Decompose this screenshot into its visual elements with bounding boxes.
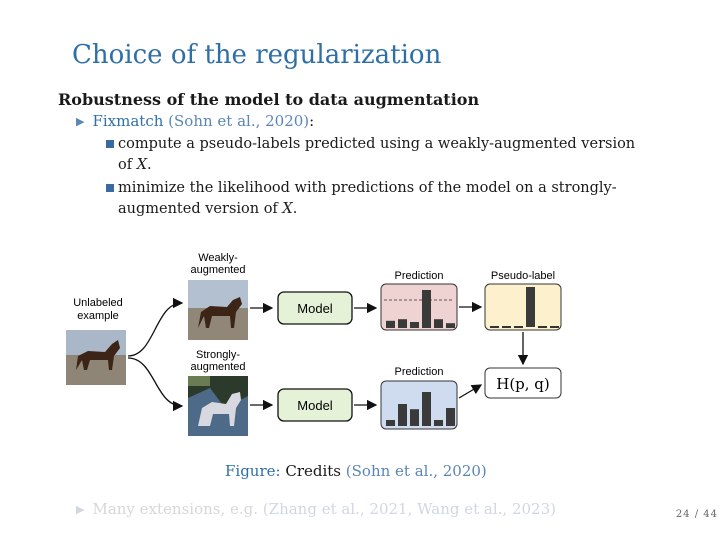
period: . <box>292 201 298 217</box>
model-label-top: Model <box>297 301 333 316</box>
citation-link[interactable]: (Sohn et al., 2020) <box>168 112 310 130</box>
bar <box>434 420 443 426</box>
bar <box>386 320 395 328</box>
triangle-bullet-icon: ▶ <box>76 115 85 128</box>
period: . <box>147 157 152 173</box>
extensions-text: Many extensions, e.g. <box>92 500 259 518</box>
sub-bullet-1: compute a pseudo-labels predicted using … <box>106 134 638 176</box>
bullet-extensions: ▶ Many extensions, e.g. (Zhang et al., 20… <box>76 500 556 518</box>
page-number: 24 / 44 <box>675 509 718 520</box>
model-box-bottom <box>277 388 353 422</box>
pseudo-label-bars <box>490 287 559 328</box>
bar <box>398 404 407 426</box>
prediction-label-bottom: Prediction <box>395 366 444 378</box>
sub1-text: compute a pseudo-labels predicted using … <box>118 136 636 173</box>
model-box-top <box>277 291 353 325</box>
weak-label-2: augmented <box>190 264 245 276</box>
figure-caption: Figure: Credits (Sohn et al., 2020) <box>225 462 487 480</box>
sub2-text: minimize the likelihood with predictions… <box>118 180 617 217</box>
triangle-bullet-icon: ▶ <box>76 503 85 516</box>
var-x: X <box>282 201 293 217</box>
weak-horse-image <box>188 280 248 340</box>
pseudo-label-title: Pseudo-label <box>491 270 555 282</box>
bullet-fixmatch: ▶ Fixmatch (Sohn et al., 2020): <box>76 112 314 130</box>
bar <box>446 323 455 328</box>
weak-label-1: Weakly- <box>198 252 238 264</box>
fixmatch-diagram: Unlabeled example Weakly- augmented Stro… <box>66 252 562 436</box>
extensions-citation[interactable]: (Zhang et al., 2021, Wang et al., 2023) <box>262 500 556 518</box>
strong-horse-image <box>188 376 248 436</box>
sub-bullet-2: minimize the likelihood with predictions… <box>106 178 638 220</box>
strong-label-1: Strongly- <box>196 349 240 361</box>
bar <box>386 420 395 426</box>
loss-formula: H(p, q) <box>496 375 550 393</box>
bar <box>410 322 419 328</box>
caption-label: Figure: <box>225 462 281 480</box>
prediction-box-top <box>380 283 458 331</box>
section-heading: Robustness of the model to data augmenta… <box>58 90 480 109</box>
caption-text: Credits <box>285 462 342 480</box>
unlabeled-label-2: example <box>77 310 119 322</box>
slide-title: Choice of the regularization <box>72 40 442 70</box>
colon: : <box>309 112 315 130</box>
bar <box>398 319 407 328</box>
model-label-bottom: Model <box>297 398 333 413</box>
pseudo-label-box <box>484 283 562 331</box>
caption-citation[interactable]: (Sohn et al., 2020) <box>345 462 487 480</box>
square-bullet-icon <box>106 140 114 148</box>
prediction-top-bars <box>386 290 455 328</box>
bar <box>422 290 431 328</box>
prediction-bottom-bars <box>386 392 455 426</box>
unlabeled-label-1: Unlabeled <box>73 297 123 309</box>
bar <box>422 392 431 426</box>
bar <box>434 319 443 328</box>
fixmatch-term: Fixmatch <box>92 112 164 130</box>
loss-box <box>484 367 562 399</box>
strong-label-2: augmented <box>190 361 245 373</box>
square-bullet-icon <box>106 184 114 192</box>
bar <box>526 287 535 327</box>
unlabeled-horse-image <box>66 330 126 385</box>
var-x: X <box>136 157 148 173</box>
bar <box>410 409 419 426</box>
bar <box>446 408 455 426</box>
prediction-label-top: Prediction <box>395 270 444 282</box>
